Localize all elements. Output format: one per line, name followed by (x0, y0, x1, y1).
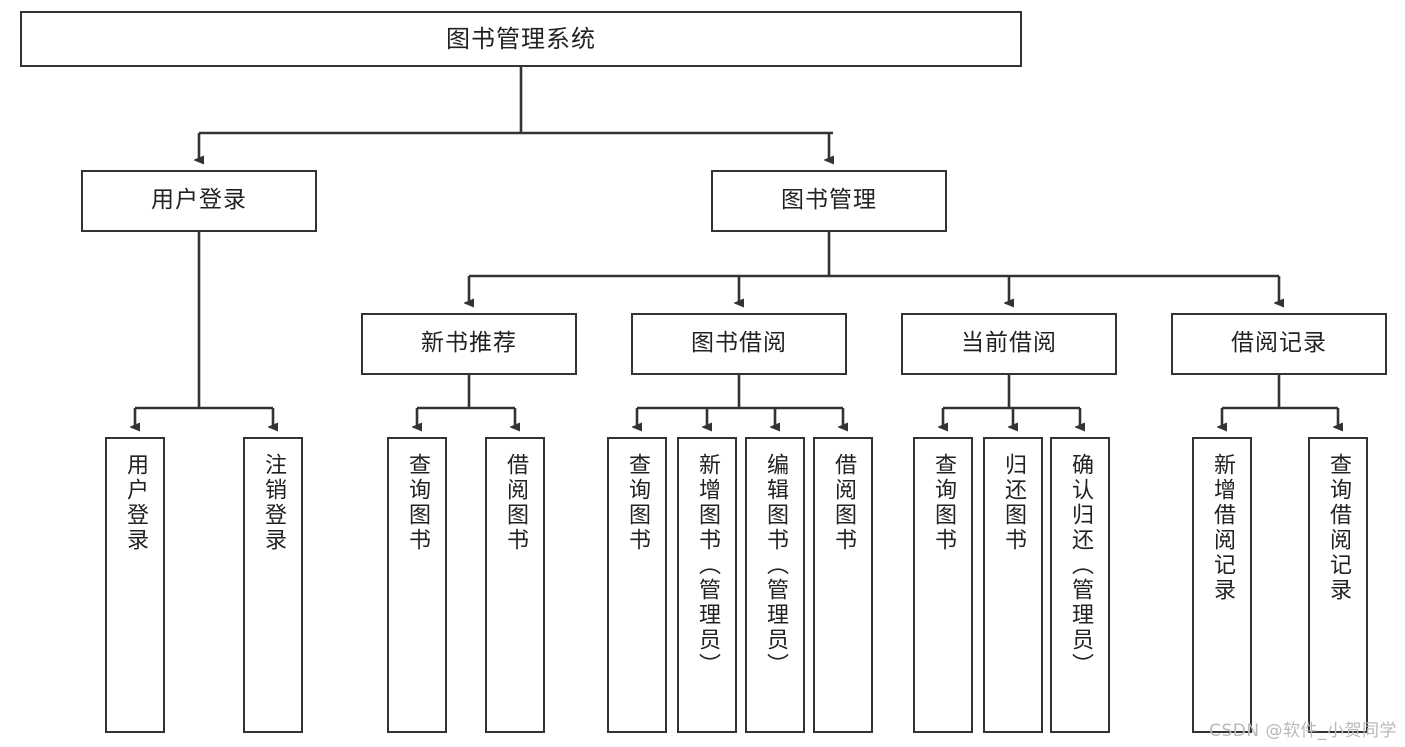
leaf-label: 查询图书 (625, 453, 650, 553)
leaf-label: 新增借阅记录 (1210, 453, 1235, 603)
leaf-label: 新增图书（管理员） (695, 453, 720, 678)
node-root[interactable]: 图书管理系统 (20, 11, 1022, 67)
leaf-label: 确认归还（管理员） (1068, 453, 1093, 678)
node-leaf-add-book[interactable]: 新增图书（管理员） (677, 437, 737, 733)
node-new-book-recommend[interactable]: 新书推荐 (361, 313, 577, 375)
node-leaf-query-book-1[interactable]: 查询图书 (387, 437, 447, 733)
node-leaf-add-record[interactable]: 新增借阅记录 (1192, 437, 1252, 733)
node-leaf-edit-book[interactable]: 编辑图书（管理员） (745, 437, 805, 733)
leaf-label: 归还图书 (1001, 453, 1026, 553)
leaf-label: 查询图书 (405, 453, 430, 553)
node-leaf-confirm-return[interactable]: 确认归还（管理员） (1050, 437, 1110, 733)
node-book-manage[interactable]: 图书管理 (711, 170, 947, 232)
node-borrow-record[interactable]: 借阅记录 (1171, 313, 1387, 375)
node-leaf-borrow-book-1[interactable]: 借阅图书 (485, 437, 545, 733)
leaf-label: 借阅图书 (831, 453, 856, 553)
node-leaf-query-record[interactable]: 查询借阅记录 (1308, 437, 1368, 733)
node-leaf-query-book-2[interactable]: 查询图书 (607, 437, 667, 733)
node-book-borrow[interactable]: 图书借阅 (631, 313, 847, 375)
node-leaf-return-book[interactable]: 归还图书 (983, 437, 1043, 733)
leaf-label: 用户登录 (123, 453, 148, 553)
node-leaf-logout[interactable]: 注销登录 (243, 437, 303, 733)
leaf-label: 借阅图书 (503, 453, 528, 553)
node-leaf-user-login[interactable]: 用户登录 (105, 437, 165, 733)
node-leaf-borrow-book-2[interactable]: 借阅图书 (813, 437, 873, 733)
node-current-borrow[interactable]: 当前借阅 (901, 313, 1117, 375)
leaf-label: 查询图书 (931, 453, 956, 553)
leaf-label: 查询借阅记录 (1326, 453, 1351, 603)
leaf-label: 注销登录 (261, 453, 286, 553)
leaf-label: 编辑图书（管理员） (763, 453, 788, 678)
node-user-login[interactable]: 用户登录 (81, 170, 317, 232)
node-leaf-query-book-3[interactable]: 查询图书 (913, 437, 973, 733)
csdn-watermark: CSDN @软件_小贺同学 (1209, 721, 1397, 741)
